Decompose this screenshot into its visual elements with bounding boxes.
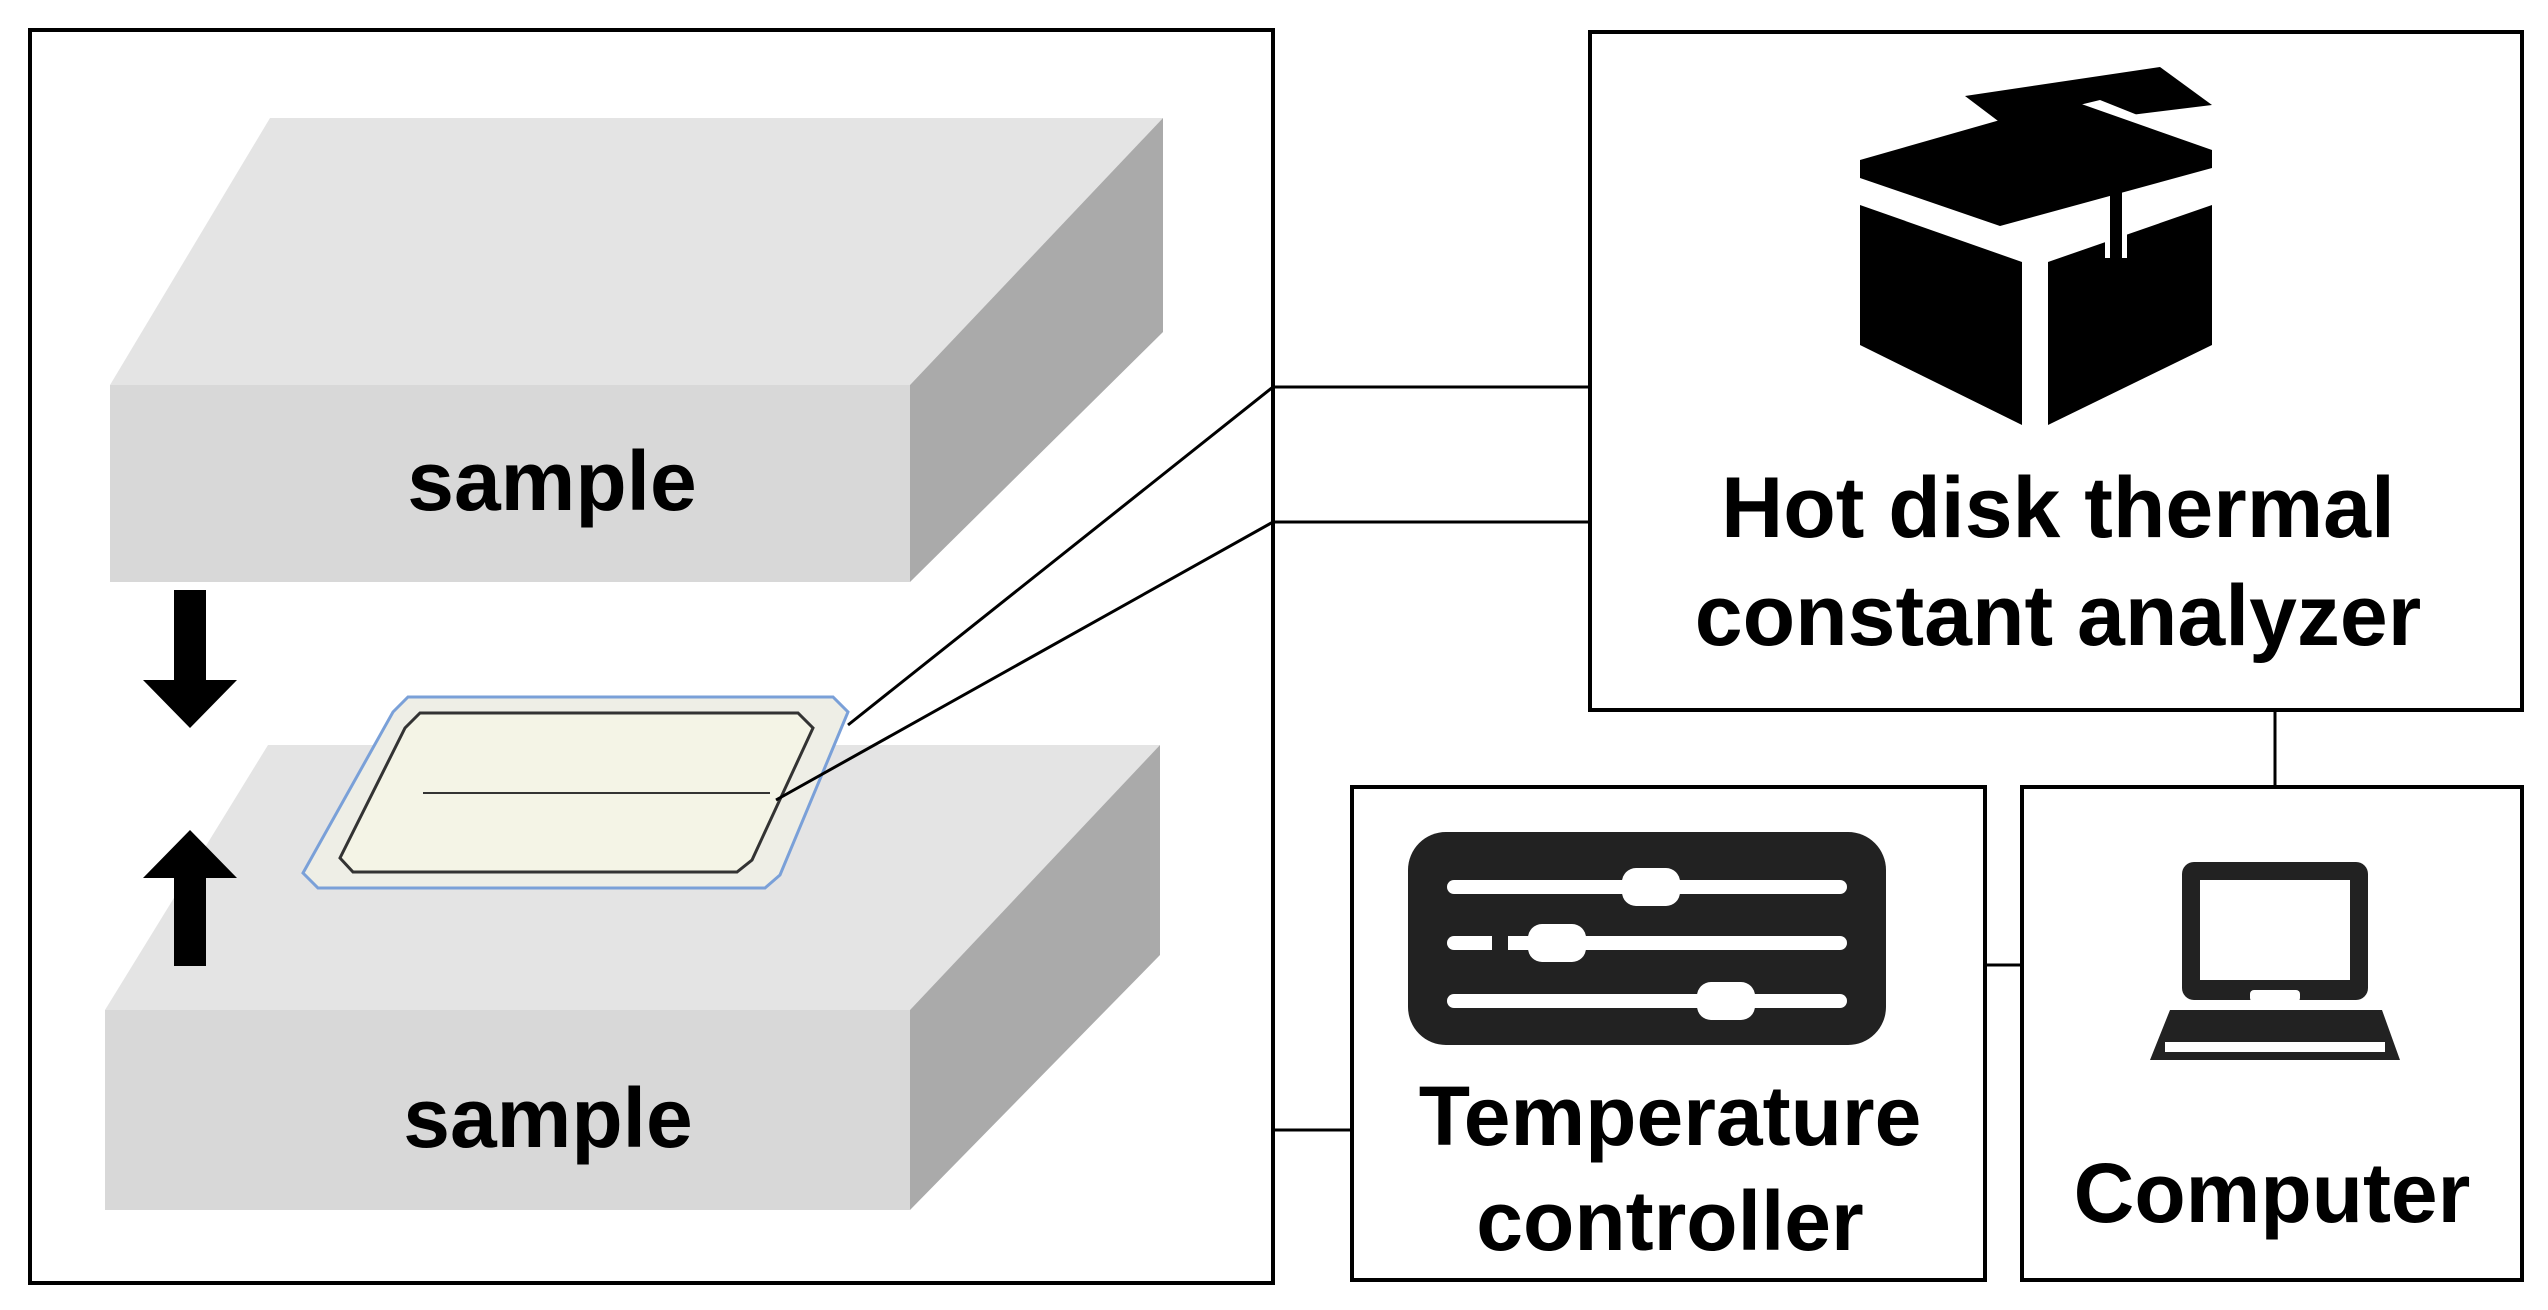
analyzer-label-line1: Hot disk thermal xyxy=(1721,460,2395,556)
up-arrow-icon xyxy=(143,830,237,966)
package-box-icon xyxy=(1860,67,2212,425)
analyzer-label-line2: constant analyzer xyxy=(1695,568,2421,664)
sensor-lead-upper xyxy=(847,385,1274,727)
top-sample-top-face xyxy=(110,118,1163,385)
computer-label: Computer xyxy=(2074,1146,2471,1240)
top-sample-front-face xyxy=(110,385,910,582)
temperature-controller-label-line2: controller xyxy=(1476,1174,1863,1268)
top-sample-block: sample xyxy=(110,118,1163,582)
down-arrow-icon xyxy=(143,590,237,728)
temperature-controller-label-line1: Temperature xyxy=(1419,1069,1922,1163)
sensor-lead-lower xyxy=(775,520,1274,802)
top-sample-side-face xyxy=(910,118,1163,582)
laptop-icon xyxy=(2150,862,2400,1060)
sliders-icon xyxy=(1408,832,1886,1045)
bottom-sample-side-face xyxy=(910,745,1160,1210)
top-sample-label: sample xyxy=(407,434,697,528)
hot-disk-sensor xyxy=(301,695,850,890)
bottom-sample-front-face xyxy=(105,1010,910,1210)
bottom-sample-label: sample xyxy=(403,1071,693,1165)
